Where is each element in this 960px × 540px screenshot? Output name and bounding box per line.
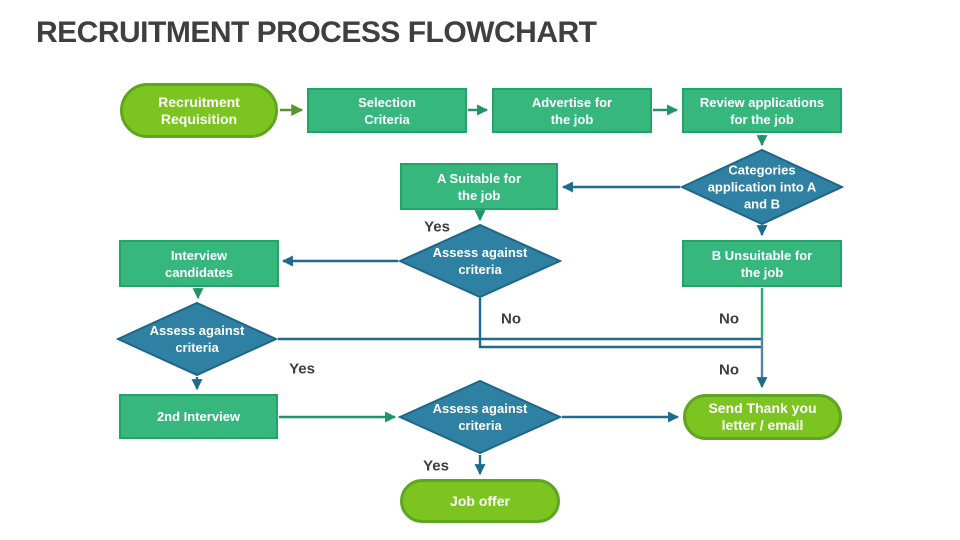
decision-assess-mid-label: Assess against criteria — [432, 245, 528, 277]
edge-assess-mid-no-line — [478, 298, 762, 349]
decision-assess-bottom-label: Assess against criteria — [432, 401, 528, 433]
decision-assess-bottom-shape — [397, 379, 563, 455]
decision-categorise-label: Categories application into A and B — [707, 162, 817, 212]
page-title: RECRUITMENT PROCESS FLOWCHART — [36, 16, 597, 49]
label-no-assess-mid: No — [501, 310, 521, 328]
process-selection-criteria: Selection Criteria — [307, 88, 467, 133]
process-review-applications: Review applications for the job — [682, 88, 842, 133]
decision-categorise-shape — [679, 148, 845, 226]
label-yes-a-suitable: Yes — [424, 218, 450, 236]
process-advertise-job: Advertise for the job — [492, 88, 652, 133]
process-interview-candidates: Interview candidates — [119, 240, 279, 287]
label-no-b-unsuitable: No — [719, 310, 739, 328]
label-yes-assess-bottom: Yes — [423, 457, 449, 475]
process-2nd-interview: 2nd Interview — [119, 394, 278, 439]
label-yes-assess-left: Yes — [289, 360, 315, 378]
decision-assess-left-shape — [115, 301, 279, 377]
process-a-suitable: A Suitable for the job — [400, 163, 558, 210]
decision-assess-mid-shape — [397, 223, 563, 299]
decision-assess-left-label: Assess against criteria — [149, 323, 245, 355]
terminal-send-thank-you: Send Thank you letter / email — [683, 394, 842, 440]
label-no-merge: No — [719, 361, 739, 379]
start-recruitment-requisition: Recruitment Requisition — [120, 83, 278, 138]
process-b-unsuitable: B Unsuitable for the job — [682, 240, 842, 287]
terminal-job-offer: Job offer — [400, 479, 560, 523]
